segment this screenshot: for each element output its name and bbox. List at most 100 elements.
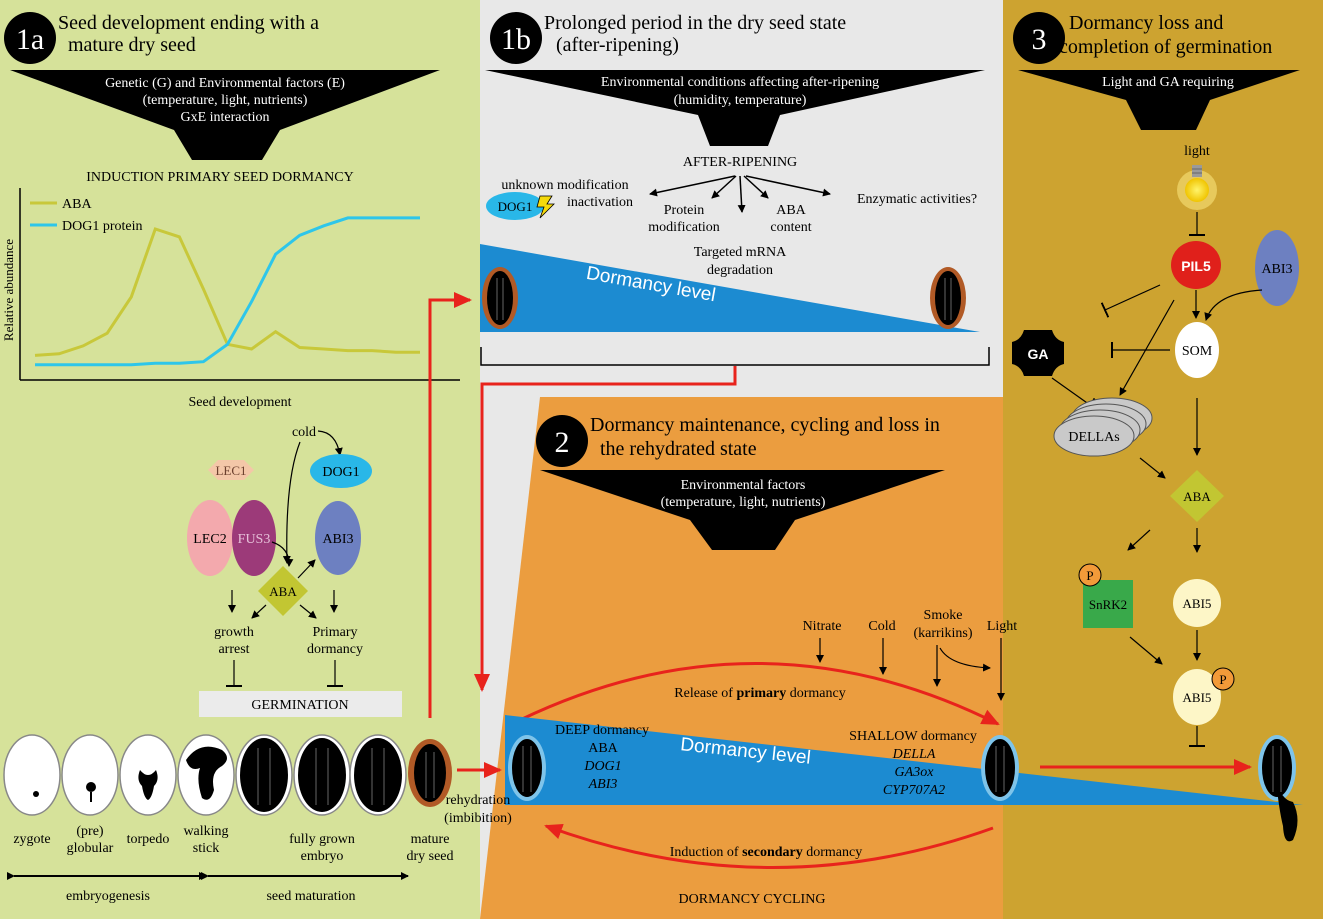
ga-label: GA (1028, 346, 1049, 362)
badge-1a (4, 12, 56, 64)
badge-3-label: 3 (1032, 23, 1047, 56)
aba-diamond-3 (1170, 470, 1224, 522)
ar-arrow-protein (711, 175, 737, 199)
abi3-label-1a: ABI3 (322, 532, 353, 547)
aba-to-snrk2 (1127, 529, 1151, 551)
release-pre: Release of (674, 686, 736, 701)
panel-3-title-line2: completion of germination (1059, 36, 1272, 58)
seed-3-detail (1272, 746, 1282, 792)
panel-1a-title-line2: mature dry seed (68, 34, 196, 56)
abi5p-label: ABI5 (1183, 690, 1212, 705)
pil5-oval (1171, 241, 1221, 289)
som-oval (1175, 322, 1219, 378)
mrna-line2: degradation (707, 263, 773, 278)
globular-embryo (86, 782, 96, 792)
lec1-shape (208, 460, 254, 480)
unknown-modification: unknown modification (501, 178, 628, 193)
panel-2-title-line1: Dormancy maintenance, cycling and loss i… (590, 414, 940, 436)
stage-torpedo-line1: torpedo (127, 832, 170, 847)
inactivation-label: inactivation (567, 195, 633, 210)
seed-2-shallow-detail (995, 746, 1005, 792)
mrna-line1: Targeted mRNA (694, 245, 787, 260)
dellas-to-aba (1139, 457, 1166, 479)
panel-2-title-line2: the rehydrated state (600, 438, 757, 460)
release-post: dormancy (786, 686, 845, 701)
release-primary-label: Release of primary dormancy (674, 686, 845, 701)
walking-stick-embryo (186, 746, 227, 800)
aba-diamond-1a (258, 566, 308, 616)
aba-to-dormancy-arrow (299, 604, 317, 619)
embryogenesis-label: embryogenesis (66, 889, 150, 904)
abi5p-phospho-label: P (1219, 672, 1226, 687)
abundance-chart: Relative abundance Seed development ABA … (1, 188, 460, 410)
panel-1b-bracket (480, 347, 990, 366)
dog1-oval-1b (486, 192, 544, 220)
panel-1b-title-line1: Prolonged period in the dry seed state (544, 12, 846, 34)
badge-2 (536, 415, 588, 467)
induction-primary-label: INDUCTION PRIMARY SEED DORMANCY (86, 170, 353, 185)
ar-arrow-enzymatic (745, 175, 831, 197)
fus3-label: FUS3 (238, 532, 271, 547)
ar-arrow-mrna (737, 175, 746, 213)
seed-zygote (3, 734, 61, 816)
aba-label-1a: ABA (269, 584, 297, 599)
light-label-3: light (1184, 144, 1210, 159)
badge-1b-label: 1b (501, 23, 531, 56)
stage-zygote-line1: zygote (13, 832, 50, 847)
stage-mature-line1: mature (411, 832, 450, 847)
dellas-stack (1053, 397, 1153, 457)
cold-label-1a: cold (292, 425, 316, 440)
panel-1a-factors-line3: GxE interaction (180, 110, 269, 125)
rehydration-line1: rehydration (446, 793, 511, 808)
dog1-label-1a: DOG1 (322, 465, 359, 480)
pil5-inhibits-ga (1100, 284, 1161, 318)
seed-mature-dry-embryo (414, 744, 446, 802)
fus3-to-aba-arrow (271, 541, 294, 567)
panel-1b-env-funnel (485, 70, 985, 146)
after-ripening-label: AFTER-RIPENING (683, 155, 797, 170)
dog1-oval-1a (310, 454, 372, 488)
zygote-dot (33, 791, 39, 797)
red-arrow-1a-to-1b (428, 292, 472, 718)
seed-2-deep-detail (522, 746, 532, 792)
shallow-line2: DELLA (892, 747, 936, 762)
enzymatic-label: Enzymatic activities? (857, 192, 977, 207)
panel-1a-factors-line1: Genetic (G) and Environmental factors (E… (105, 76, 345, 91)
stage-fully-grown-line2: embryo (301, 849, 344, 864)
panel-2-env-line2: (temperature, light, nutrients) (661, 495, 826, 510)
lightning-icon (536, 195, 555, 219)
stage-walking-line2: stick (193, 841, 219, 856)
abi5-oval (1173, 579, 1221, 627)
dog1-series-line (35, 216, 420, 367)
protein-mod-line2: modification (648, 220, 720, 235)
rehydration-line2: (imbibition) (444, 811, 512, 826)
stage-fully-grown-line1: fully grown (289, 832, 355, 847)
mature-dry-detail (425, 752, 435, 798)
induction-bold: secondary (742, 845, 803, 860)
induction-secondary-arrow (544, 823, 994, 869)
panel-3-title-line1: Dormancy loss and (1069, 12, 1223, 34)
dog1-label-1b: DOG1 (498, 199, 533, 214)
light-label-2: Light (987, 619, 1017, 634)
stage-mature-line2: dry seed (406, 849, 453, 864)
germination-box (199, 691, 402, 717)
seed-1b-left-detail (496, 278, 504, 320)
release-bold: primary (736, 686, 786, 701)
badge-1a-label: 1a (16, 23, 44, 56)
chart-x-label: Seed development (188, 395, 291, 410)
embryo-stages (3, 734, 452, 816)
germination-label: GERMINATION (251, 698, 348, 713)
snrk2-phospho (1078, 563, 1102, 587)
growth-arrest-line1: growth (214, 625, 254, 640)
aba-to-growth-arrow (251, 604, 267, 619)
embryo-fully-grown-1 (240, 738, 288, 812)
aba-content-line2: content (770, 220, 811, 235)
light-bulb-icon (1177, 165, 1217, 210)
panel-2-env-line1: Environmental factors (681, 478, 806, 493)
deep-line4: ABI3 (588, 777, 618, 792)
snrk2-box (1083, 580, 1133, 628)
embryo-fully-grown-2 (298, 738, 346, 812)
abi3-to-som (1204, 289, 1263, 321)
abi3-oval-1a (315, 501, 361, 575)
